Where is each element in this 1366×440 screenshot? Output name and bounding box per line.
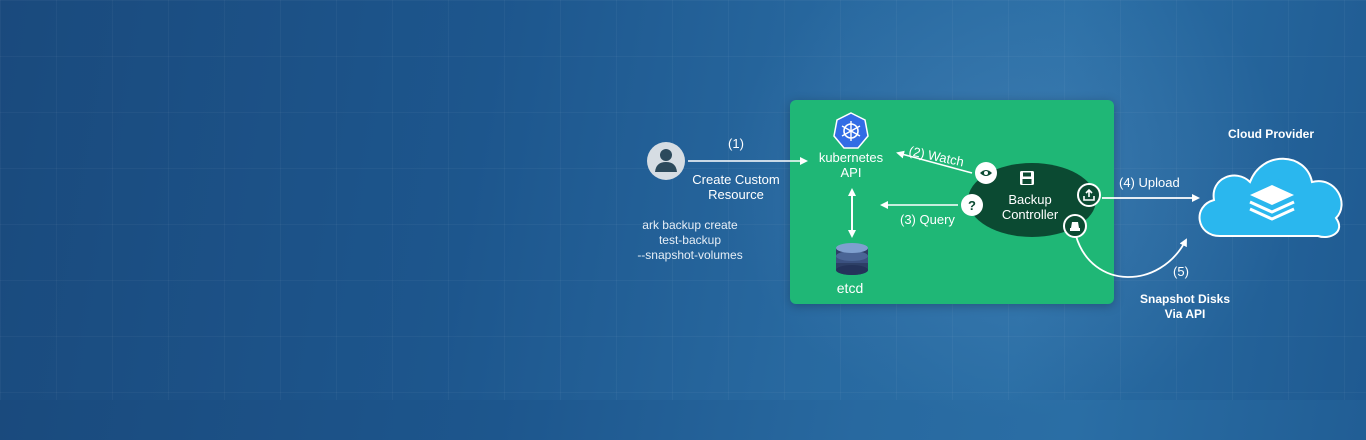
kubernetes-label: kubernetes: [818, 150, 884, 165]
step1-label: (1): [728, 136, 744, 151]
command-line1: ark backup create: [642, 218, 738, 232]
arrow-snapshot: [1075, 235, 1187, 278]
create-custom-line2: Resource: [708, 187, 764, 202]
query-badge: ?: [961, 194, 983, 216]
query-badge-label: ?: [968, 197, 976, 213]
etcd-label: etcd: [836, 280, 864, 296]
query-label: (3) Query: [900, 212, 955, 227]
controller-line1: Backup: [1008, 192, 1052, 207]
floppy-disk-icon: [1020, 171, 1034, 185]
arrow-watch: [896, 150, 973, 174]
api-label: API: [840, 165, 862, 180]
snapshot-line2: Via API: [1164, 307, 1206, 321]
cloud-provider-label: Cloud Provider: [1227, 127, 1314, 141]
database-icon: [836, 243, 868, 275]
kubernetes-icon: [833, 112, 869, 149]
background-grid: [0, 0, 1366, 400]
upload-icon: [1077, 183, 1101, 207]
command-line3: --snapshot-volumes: [637, 248, 743, 262]
step5-label: (5): [1173, 264, 1189, 279]
layers-icon: [1249, 177, 1295, 221]
controller-line2: Controller: [1001, 207, 1059, 222]
snapshot-line1: Snapshot Disks: [1139, 292, 1231, 306]
create-custom-line1: Create Custom: [692, 172, 780, 187]
upload-label: (4) Upload: [1119, 175, 1180, 190]
diagram-arrows: [647, 112, 1342, 278]
disk-icon: [1063, 214, 1087, 238]
user-icon: [647, 142, 685, 180]
eye-icon: [975, 162, 997, 184]
command-line2: test-backup: [658, 233, 722, 247]
